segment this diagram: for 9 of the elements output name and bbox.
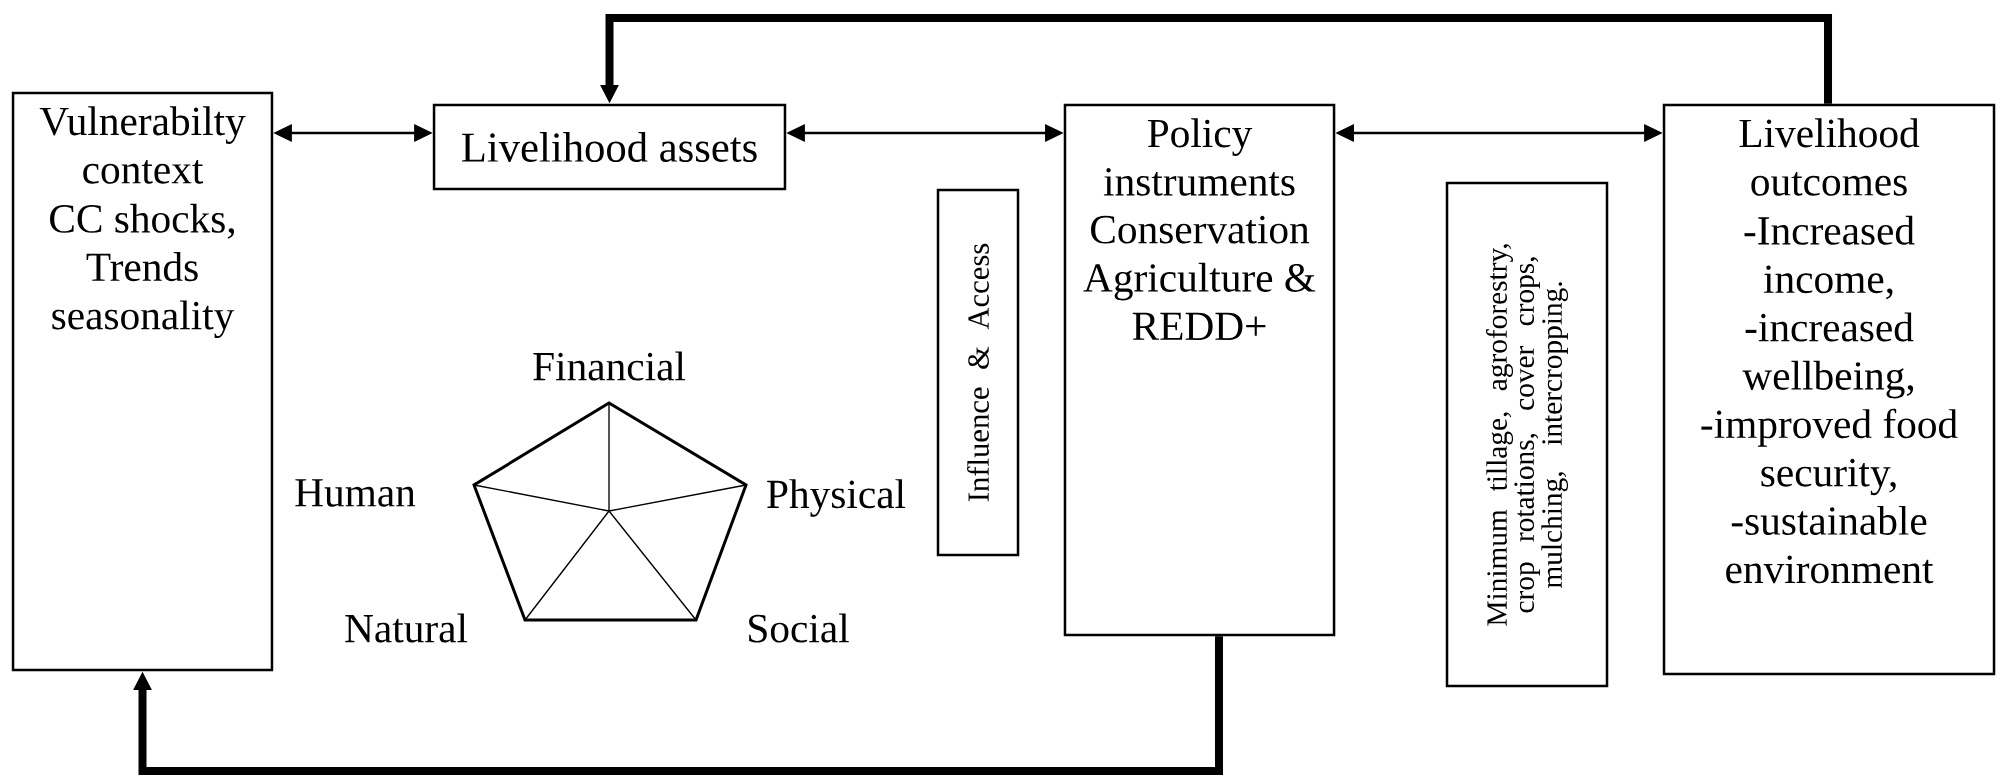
titled-box: Vulnerabilty context CC shocks, Trends seasonality <box>11 91 274 672</box>
pentagon-label: Financial <box>533 351 686 381</box>
titled-box: Livelihood outcomes -Increased income, -increased wellbeing, -improved food security, -sustainable environment <box>1662 103 1996 676</box>
rotated-text-box: Minimum tillage, agroforestry, crop rotations, cover crops, mulching, intercropping. <box>1445 181 1609 688</box>
rotated-text-box: Influence & Access <box>936 188 1020 557</box>
pentagon-label: Natural <box>345 613 468 643</box>
titled-box: Policy instruments Conservation Agriculture & REDD+ <box>1063 103 1336 637</box>
process-box: Livelihood assets <box>432 103 787 191</box>
pentagon-label: Social <box>749 613 849 643</box>
